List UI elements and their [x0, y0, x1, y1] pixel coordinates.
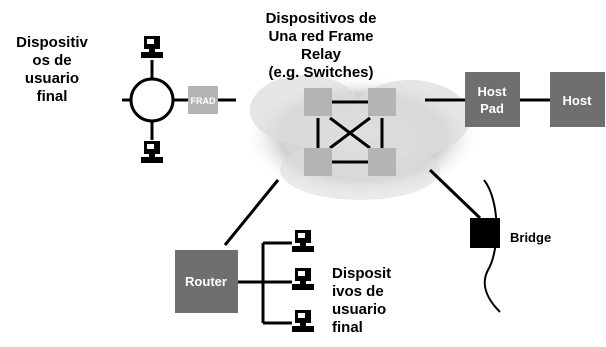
label-line: usuario: [332, 301, 387, 318]
label-line: ivos de: [332, 283, 384, 300]
label-line: final: [332, 319, 363, 336]
label-line: Una red Frame: [268, 28, 374, 45]
pc-icon-bottom-2: [292, 268, 314, 290]
label-line: usuario: [24, 70, 80, 87]
connections: [122, 60, 550, 325]
label-line: Disposit: [332, 265, 392, 282]
switch-top-left: [304, 88, 332, 116]
host-box: Host: [550, 72, 605, 127]
host-pad-box: Host Pad: [465, 72, 520, 127]
pc-icon-left-top: [141, 36, 163, 58]
frame-relay-switches: [304, 88, 396, 176]
host-pad-label-1: Host: [478, 84, 508, 99]
switch-bottom-left: [304, 148, 332, 176]
frame-relay-devices-label: Dispositivos de Una red Frame Relay (e.g…: [246, 10, 396, 82]
label-line: Relay: [300, 46, 342, 63]
pc-icon-bottom-3: [292, 310, 314, 332]
bridge-box: Bridge: [470, 218, 551, 248]
label-line: (e.g. Switches): [268, 64, 374, 81]
pc-icon-bottom-1: [292, 230, 314, 252]
label-line: Dispositiv: [16, 34, 88, 51]
router-label: Router: [185, 274, 227, 289]
token-ring: [129, 77, 175, 123]
host-label: Host: [563, 93, 593, 108]
end-user-devices-label-bottom: Disposit ivos de usuario final: [332, 265, 418, 337]
host-pad-label-2: Pad: [480, 101, 504, 116]
label-line: os de: [32, 52, 72, 69]
label-line: final: [36, 88, 68, 105]
frad-label: FRAD: [191, 96, 216, 106]
switch-top-right: [368, 88, 396, 116]
router-box: Router: [175, 250, 238, 313]
bridge-label: Bridge: [510, 230, 551, 245]
pc-icon-left-bottom: [141, 141, 163, 163]
label-line: Dispositivos de: [265, 10, 377, 27]
end-user-devices-label-left: Dispositiv os de usuario final: [6, 34, 98, 106]
bridge-wire: [483, 179, 501, 313]
frame-relay-cloud: [244, 75, 480, 200]
frad-box: FRAD: [188, 86, 218, 114]
switch-bottom-right: [368, 148, 396, 176]
